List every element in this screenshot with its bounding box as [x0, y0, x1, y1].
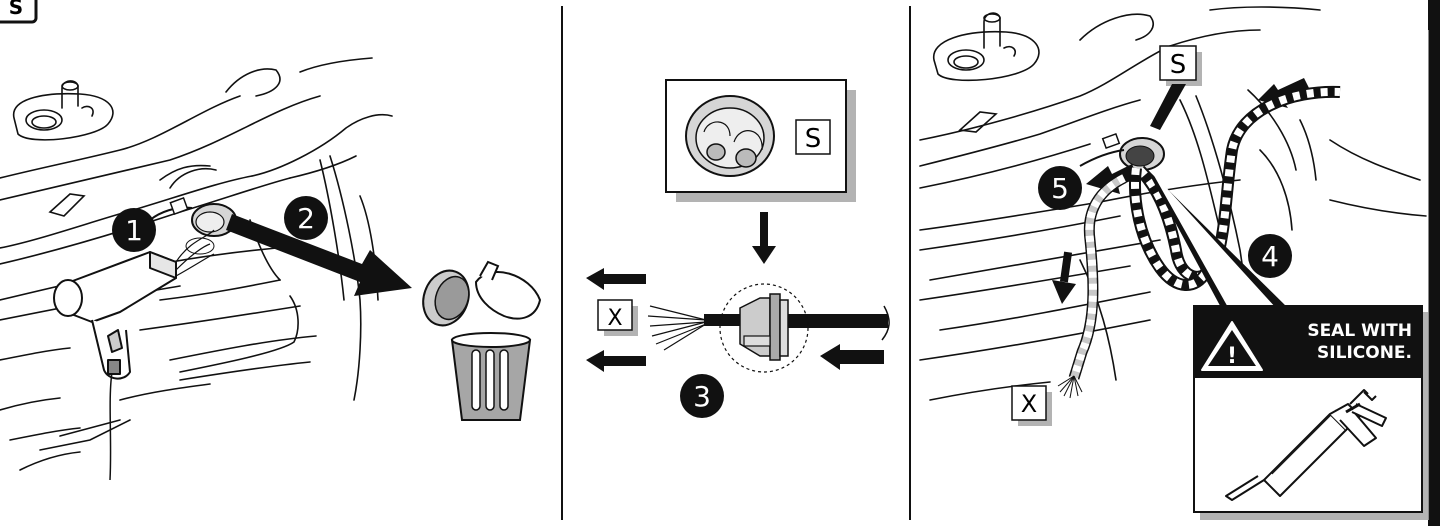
seal-label-right: S [1170, 50, 1187, 80]
grommet-panel-3-icon [1080, 134, 1164, 170]
step-1-number: 1 [125, 214, 143, 247]
cable-wires [648, 306, 706, 350]
step-3-badge: 3 [680, 374, 724, 418]
grommet-detail-box: S [666, 80, 856, 202]
left-arrow-top [586, 268, 646, 290]
left-arrow-bottom [586, 350, 646, 372]
removed-cap-icon [416, 264, 476, 332]
corner-tab: S [0, 0, 36, 22]
seal-label-middle: S [805, 124, 822, 154]
cable [704, 306, 889, 340]
striped-cable-gray [1074, 178, 1124, 378]
step-5-number: 5 [1051, 172, 1069, 205]
grommet-icon [686, 96, 774, 176]
step-5-badge: 5 [1038, 166, 1082, 210]
cable-label-middle: X [607, 306, 622, 331]
step-2-number: 2 [297, 202, 315, 235]
cable-label-box-right: X [1012, 386, 1052, 426]
down-arrow [752, 212, 776, 264]
page-edge-bar [1428, 0, 1440, 526]
step-4-badge: 4 [1248, 234, 1292, 278]
step-4-number: 4 [1261, 240, 1279, 273]
latch-striker-right-icon [934, 13, 1039, 80]
cable-label-box-middle: X [598, 300, 638, 336]
svg-text:!: ! [1227, 344, 1237, 369]
step-2-badge: 2 [284, 196, 328, 240]
left-arrow-right [820, 344, 884, 370]
warning-line-1: SEAL WITH [1307, 321, 1412, 341]
latch-striker-icon [14, 81, 113, 140]
corner-tab-label: S [9, 0, 23, 19]
warning-line-2: SILICONE. [1317, 343, 1412, 363]
seal-label-box-right: S [1150, 46, 1202, 130]
step-1-badge: 1 [112, 208, 156, 252]
silicone-warning-panel: ! SEAL WITH SILICONE. [1194, 306, 1428, 520]
step-3-number: 3 [693, 380, 711, 413]
cable-label-right: X [1021, 390, 1037, 418]
